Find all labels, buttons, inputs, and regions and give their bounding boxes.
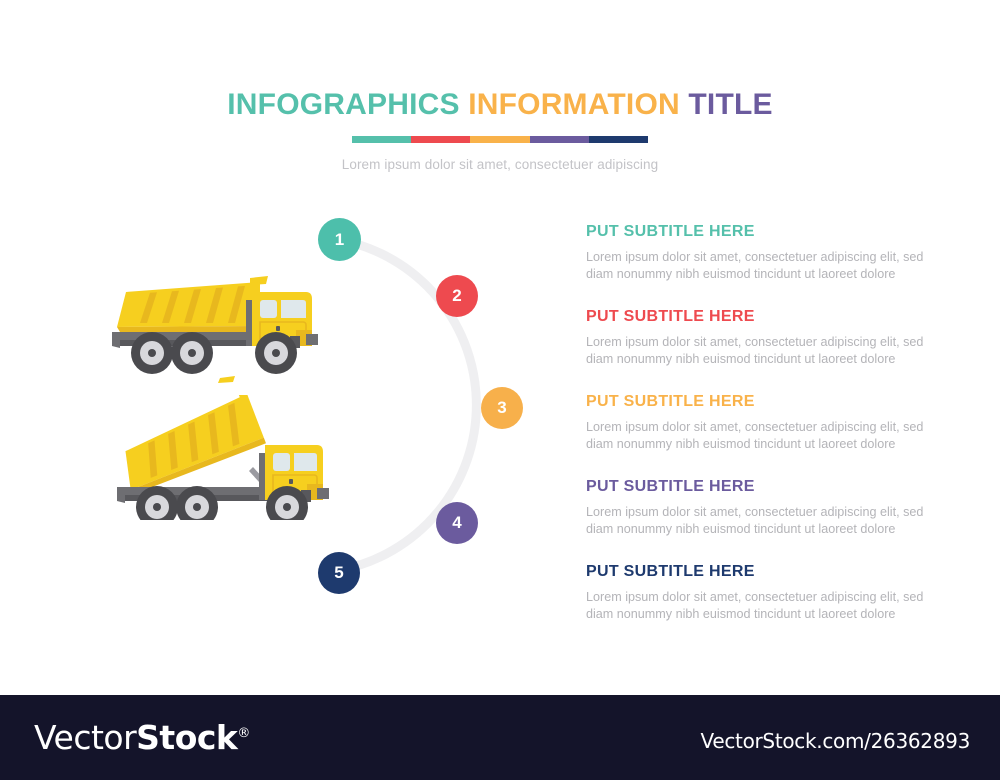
logo-text-vector: Vector <box>34 718 137 757</box>
truck-illustration-group <box>100 270 350 530</box>
rule-segment-navy <box>588 136 649 143</box>
footer-watermark-bar: VectorStock® VectorStock.com/26362893 <box>0 695 1000 780</box>
step-node-5-number: 5 <box>334 563 344 582</box>
registered-trademark-icon: ® <box>237 726 250 741</box>
content-block-5-description: Lorem ipsum dolor sit amet, consectetuer… <box>586 590 924 621</box>
dump-truck-bed-raised-icon <box>117 395 329 520</box>
title-word-title: TITLE <box>688 88 773 121</box>
content-block-4: PUT SUBTITLE HERE Lorem ipsum dolor sit … <box>586 477 946 537</box>
content-block-3: PUT SUBTITLE HERE Lorem ipsum dolor sit … <box>586 392 946 452</box>
step-node-2[interactable]: 2 <box>436 275 478 317</box>
connector-arc <box>335 235 481 575</box>
title-word-information: INFORMATION <box>468 88 680 121</box>
step-node-1[interactable]: 1 <box>318 218 361 261</box>
wheel-group <box>131 332 297 374</box>
step-node-3-number: 3 <box>497 398 507 417</box>
rule-segment-red <box>411 136 471 143</box>
dump-truck-bed-down-icon <box>112 276 318 383</box>
header-tagline: Lorem ipsum dolor sit amet, consectetuer… <box>341 157 659 172</box>
step-node-3[interactable]: 3 <box>481 387 523 429</box>
vectorstock-url: VectorStock.com/26362893 <box>700 729 971 753</box>
content-block-1-description: Lorem ipsum dolor sit amet, consectetuer… <box>586 250 924 281</box>
title-space-1 <box>460 88 469 121</box>
logo-text-stock: Stock <box>136 718 238 757</box>
title-word-infographics: INFOGRAPHICS <box>227 88 460 121</box>
step-node-4[interactable]: 4 <box>436 502 478 544</box>
content-block-2-title: PUT SUBTITLE HERE <box>586 308 755 325</box>
wheel-group <box>136 486 308 520</box>
page-title: INFOGRAPHICS INFORMATION TITLE <box>0 88 1000 122</box>
rule-segment-purple <box>529 136 589 143</box>
content-block-4-title: PUT SUBTITLE HERE <box>586 478 755 495</box>
content-blocks: PUT SUBTITLE HERE Lorem ipsum dolor sit … <box>586 222 946 622</box>
step-arc-diagram: 1 2 3 4 5 <box>300 205 560 605</box>
content-block-1: PUT SUBTITLE HERE Lorem ipsum dolor sit … <box>586 222 946 282</box>
content-block-3-description: Lorem ipsum dolor sit amet, consectetuer… <box>586 420 924 451</box>
content-block-3-title: PUT SUBTITLE HERE <box>586 393 755 410</box>
step-node-5[interactable]: 5 <box>318 552 360 594</box>
rule-segment-orange <box>470 136 530 143</box>
title-color-rule <box>352 136 649 143</box>
content-block-2-description: Lorem ipsum dolor sit amet, consectetuer… <box>586 335 924 366</box>
content-block-5: PUT SUBTITLE HERE Lorem ipsum dolor sit … <box>586 562 946 622</box>
vectorstock-logo: VectorStock® <box>34 718 250 757</box>
step-node-4-number: 4 <box>452 513 462 532</box>
step-node-1-number: 1 <box>334 229 345 249</box>
content-block-5-title: PUT SUBTITLE HERE <box>586 563 755 580</box>
content-block-4-description: Lorem ipsum dolor sit amet, consectetuer… <box>586 505 924 536</box>
content-block-2: PUT SUBTITLE HERE Lorem ipsum dolor sit … <box>586 307 946 367</box>
rule-segment-teal <box>352 136 412 143</box>
content-block-1-title: PUT SUBTITLE HERE <box>586 223 755 240</box>
step-node-2-number: 2 <box>452 286 462 305</box>
header: INFOGRAPHICS INFORMATION TITLE Lorem ips… <box>0 88 1000 172</box>
